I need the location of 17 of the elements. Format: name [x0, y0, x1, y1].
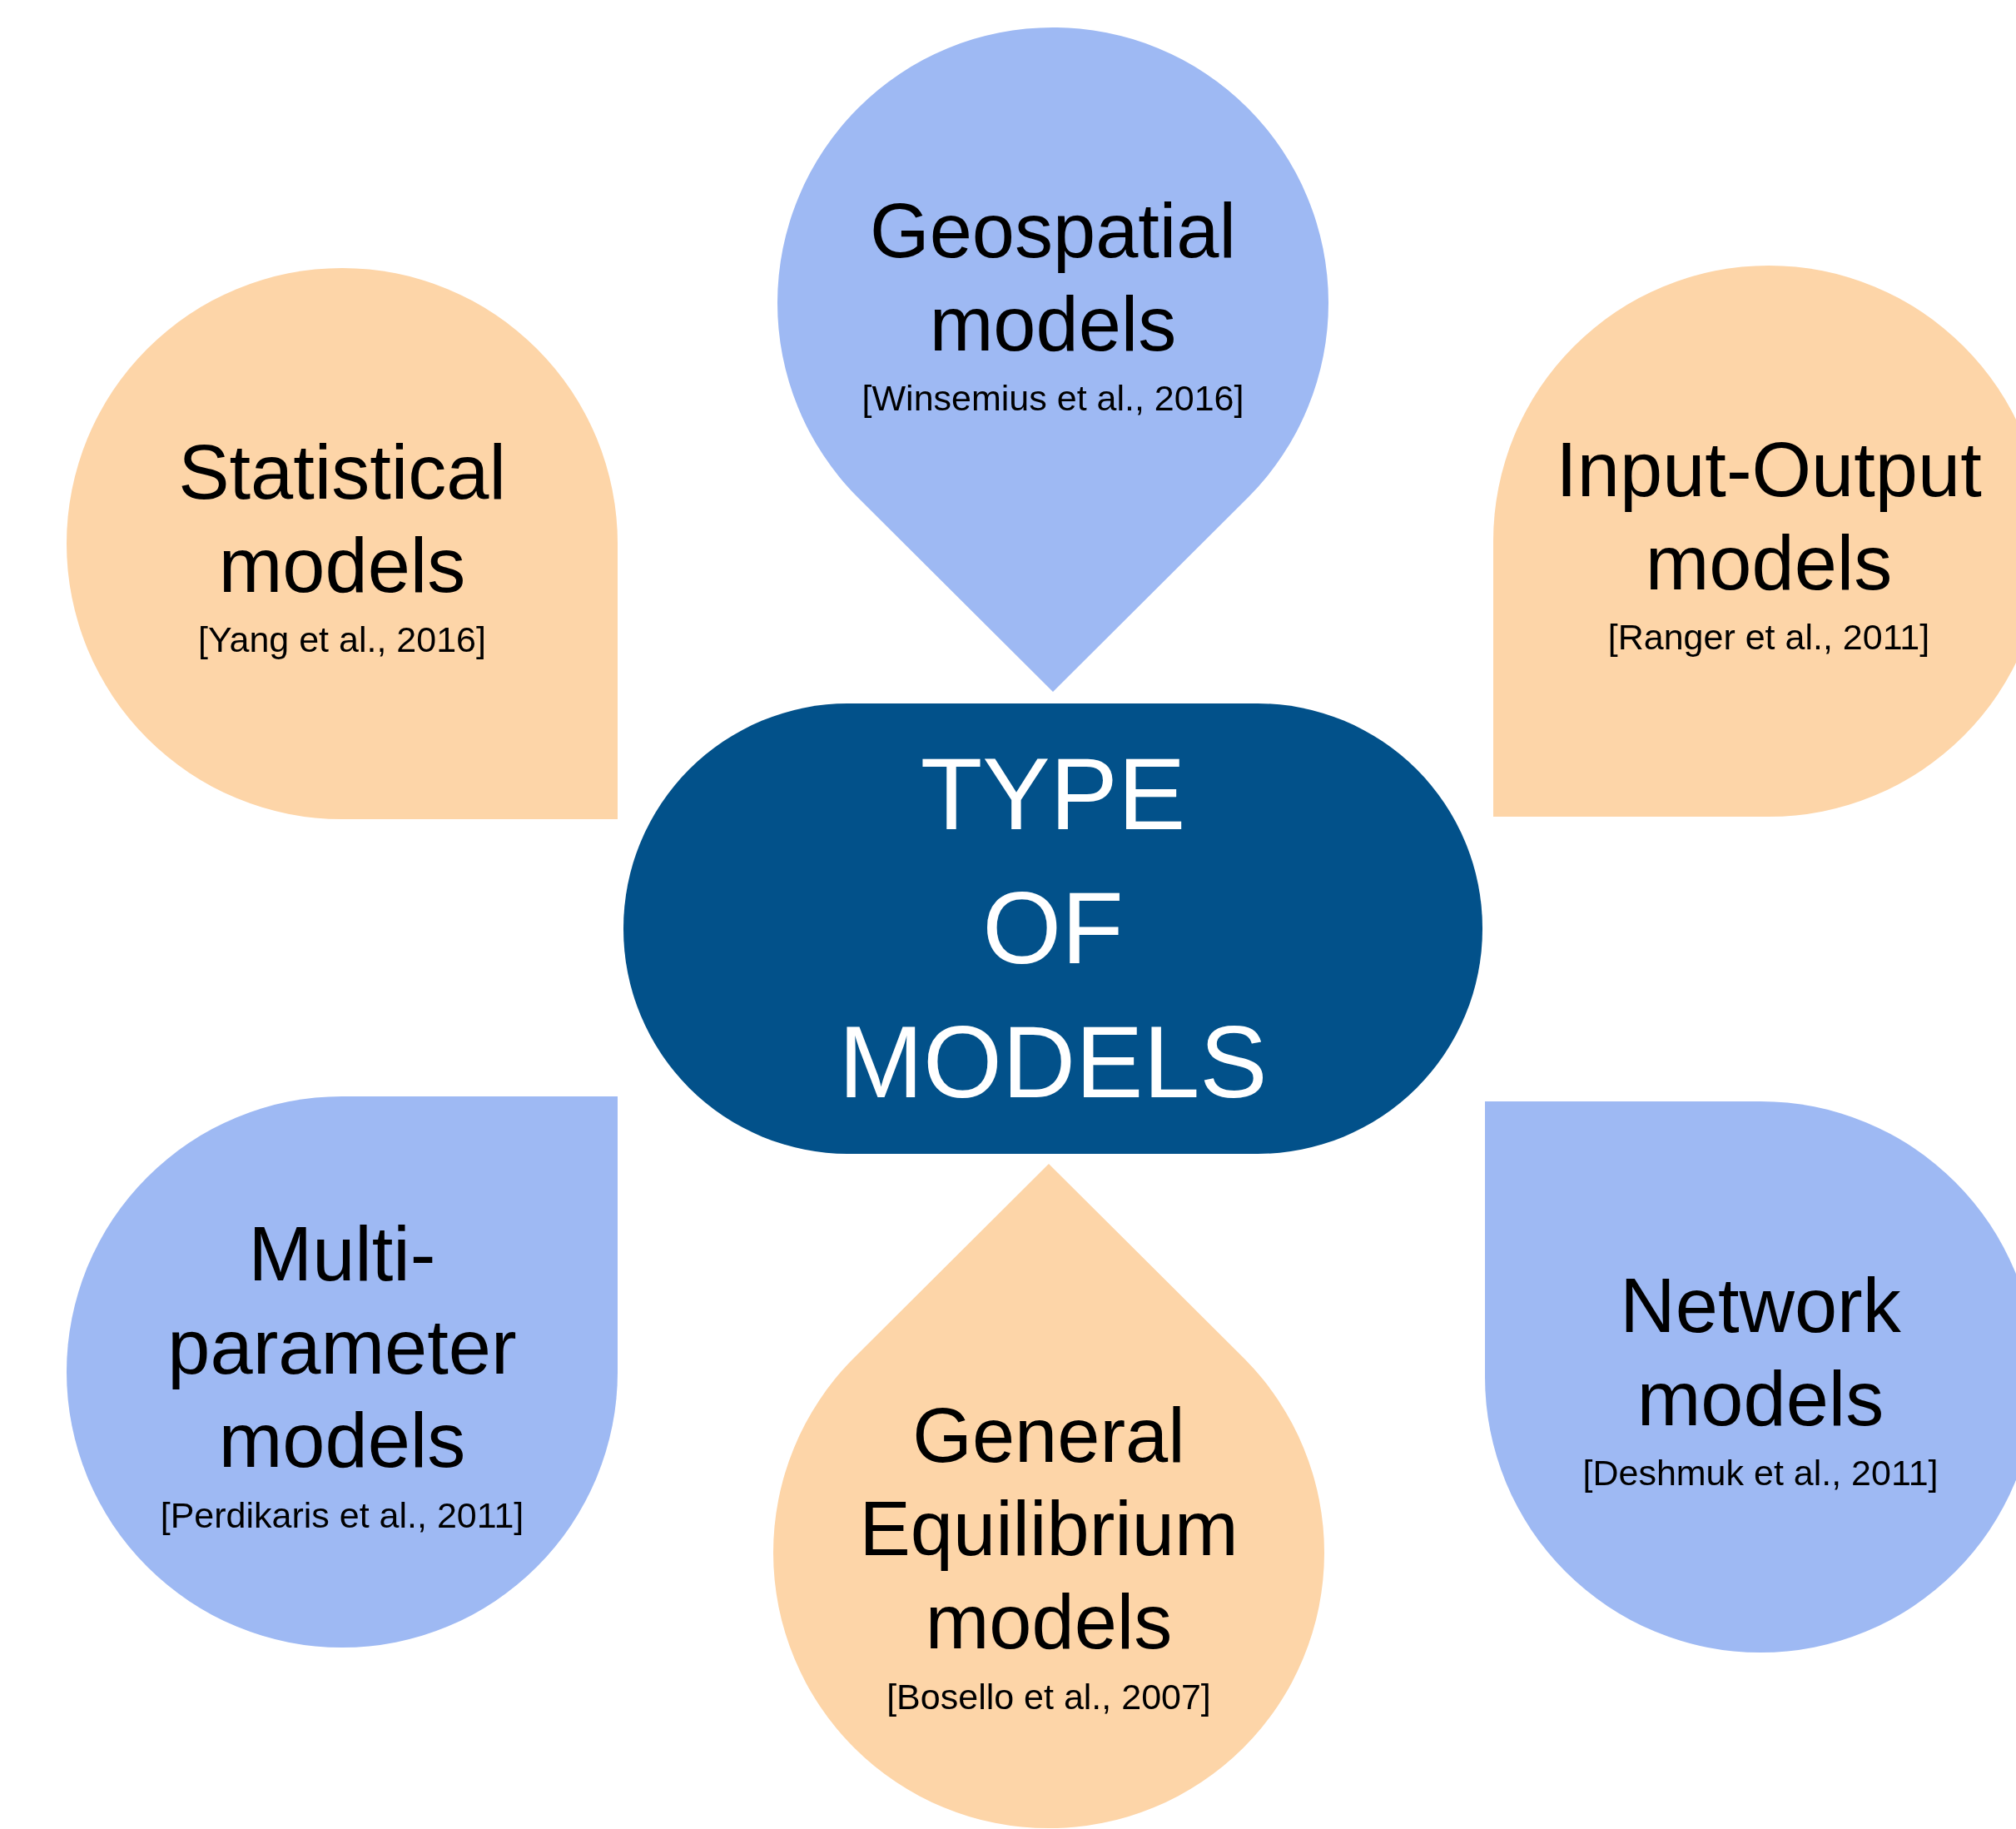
central-title: TYPE OF MODELS	[838, 736, 1268, 1121]
citation-text: [Winsemius et al., 2016]	[862, 377, 1244, 420]
teardrop-shape	[773, 1164, 1324, 1829]
citation-text: [Ranger et al., 2011]	[1607, 616, 1930, 659]
citation-text: [Deshmuk et al., 2011]	[1582, 1452, 1939, 1495]
model-title: Statistical models	[177, 428, 507, 610]
teardrop-shape	[777, 27, 1328, 692]
model-title: Multi-parameter models	[166, 1210, 518, 1485]
leaf-shape	[1493, 266, 2016, 817]
citation-text: [Bosello et al., 2007]	[886, 1675, 1211, 1718]
model-title: Input-Output models	[1555, 425, 1983, 608]
citation-text: [Perdikaris et al., 2011]	[160, 1494, 524, 1537]
model-title: Network models	[1619, 1261, 1902, 1444]
leaf-shape	[1485, 1101, 2016, 1653]
citation-text: [Yang et al., 2016]	[198, 619, 486, 662]
model-title: General Equilibrium models	[858, 1391, 1239, 1667]
model-title: Geospatial models	[869, 186, 1237, 369]
